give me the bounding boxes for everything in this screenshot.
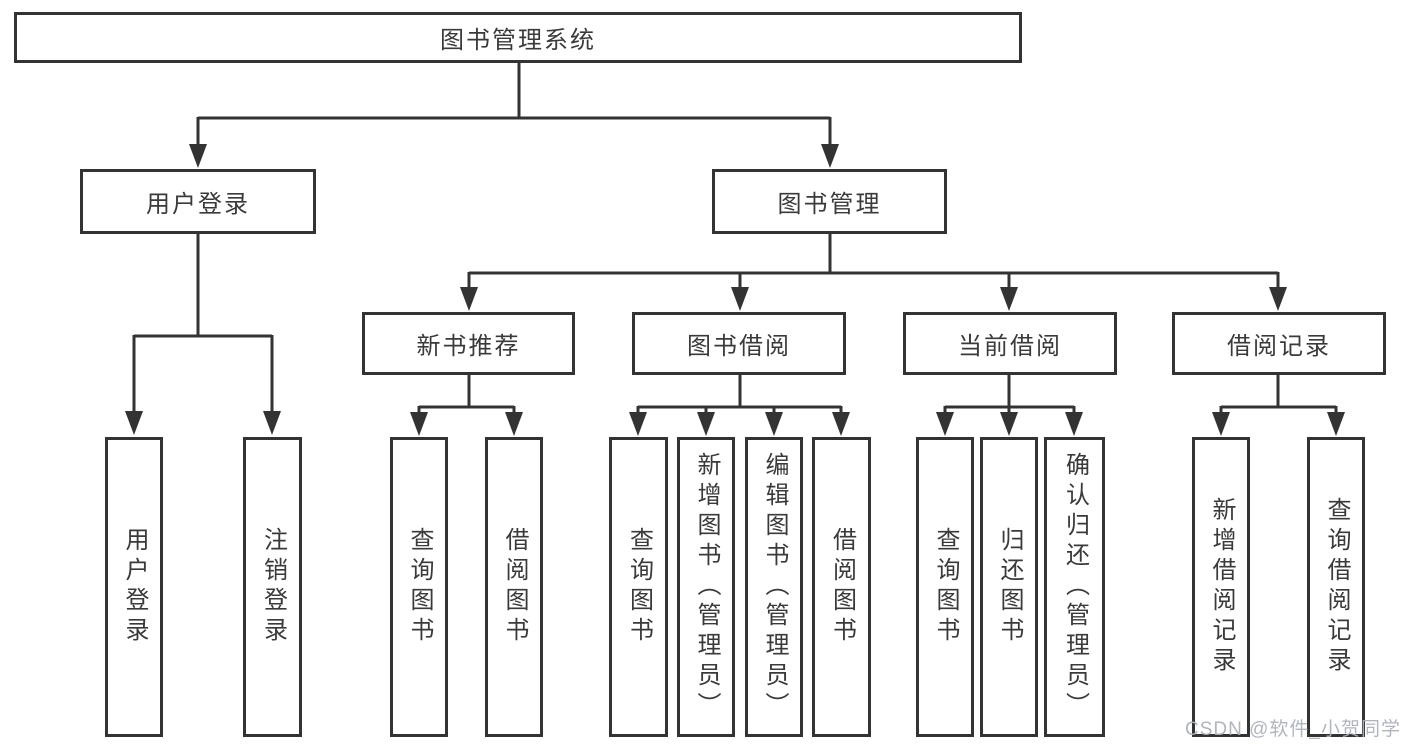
- node-system: 图书管理系统: [14, 12, 1022, 63]
- arrow-down-icon: [1000, 412, 1018, 436]
- arrow-down-icon: [1065, 412, 1083, 436]
- node-borrow-records: 借阅记录: [1172, 312, 1386, 375]
- node-label: 查询图书: [625, 527, 653, 647]
- leaf-edit-book-admin: 编辑图书（管理员）: [745, 437, 803, 737]
- node-label: 查询图书: [932, 527, 959, 647]
- arrow-down-icon: [629, 412, 647, 436]
- arrow-down-icon: [1327, 412, 1345, 436]
- arrow-down-icon: [697, 412, 715, 436]
- arrow-down-icon: [410, 412, 428, 436]
- leaf-return-book: 归还图书: [980, 437, 1038, 737]
- node-book-management: 图书管理: [712, 169, 947, 234]
- arrow-down-icon: [765, 412, 783, 436]
- node-label: 用户登录: [121, 527, 148, 647]
- leaf-query-borrow-record: 查询借阅记录: [1307, 437, 1365, 737]
- leaf-query-books-recommend: 查询图书: [390, 437, 448, 737]
- node-label: 新增借阅记录: [1208, 497, 1235, 677]
- leaf-add-borrow-record: 新增借阅记录: [1192, 437, 1250, 737]
- arrow-down-icon: [505, 412, 523, 436]
- node-label: 当前借阅: [958, 333, 1062, 360]
- node-label: 借阅图书: [828, 527, 856, 647]
- node-label: 新增图书（管理员）: [693, 452, 720, 722]
- arrow-down-icon: [263, 411, 281, 435]
- node-new-book-recommend: 新书推荐: [362, 312, 575, 375]
- node-label: 确认归还（管理员）: [1061, 452, 1089, 722]
- node-label: 归还图书: [996, 527, 1023, 647]
- leaf-logout-login: 注销登录: [243, 437, 302, 737]
- node-label: 借阅记录: [1227, 333, 1331, 360]
- arrow-down-icon: [189, 144, 207, 168]
- arrow-down-icon: [832, 412, 850, 436]
- node-label: 图书管理系统: [440, 27, 596, 54]
- node-user-login: 用户登录: [80, 169, 316, 234]
- arrow-down-icon: [125, 411, 143, 435]
- leaf-confirm-return-admin: 确认归还（管理员）: [1044, 437, 1105, 737]
- arrow-down-icon: [936, 412, 954, 436]
- node-book-borrow: 图书借阅: [632, 312, 846, 375]
- leaf-borrow-books: 借阅图书: [812, 437, 871, 737]
- node-label: 注销登录: [259, 527, 287, 647]
- leaf-query-books-current: 查询图书: [916, 437, 974, 737]
- node-label: 新书推荐: [416, 333, 521, 360]
- node-label: 用户登录: [146, 191, 250, 218]
- node-label: 图书管理: [777, 191, 882, 218]
- node-label: 借阅图书: [501, 527, 528, 647]
- arrow-down-icon: [731, 287, 749, 311]
- node-label: 编辑图书（管理员）: [761, 452, 788, 722]
- leaf-user-login: 用户登录: [105, 437, 163, 737]
- node-current-borrow: 当前借阅: [903, 312, 1117, 375]
- arrow-down-icon: [821, 144, 839, 168]
- arrow-down-icon: [1000, 287, 1018, 311]
- arrow-down-icon: [460, 287, 478, 311]
- leaf-query-books-borrow: 查询图书: [609, 437, 668, 737]
- leaf-add-book-admin: 新增图书（管理员）: [677, 437, 735, 737]
- arrow-down-icon: [1269, 287, 1287, 311]
- node-label: 查询图书: [406, 527, 433, 647]
- node-label: 查询借阅记录: [1323, 497, 1350, 677]
- leaf-borrow-books-recommend: 借阅图书: [485, 437, 543, 737]
- arrow-down-icon: [1212, 412, 1230, 436]
- csdn-watermark: CSDN @软件_小贺同学: [1185, 719, 1401, 740]
- node-label: 图书借阅: [687, 333, 791, 360]
